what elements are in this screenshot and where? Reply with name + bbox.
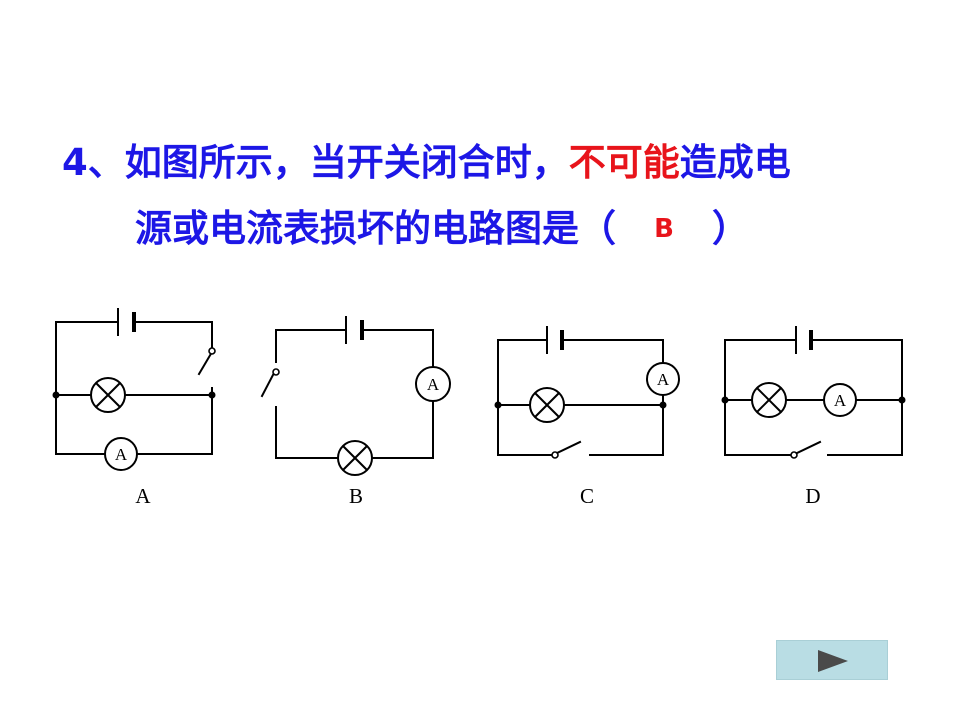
lamp-icon bbox=[337, 440, 373, 476]
ammeter-icon: A bbox=[823, 383, 857, 417]
next-slide-button[interactable] bbox=[776, 640, 888, 680]
question-line-2-end: ） bbox=[712, 207, 749, 250]
ammeter-letter: A bbox=[427, 375, 440, 394]
ammeter-letter: A bbox=[115, 445, 128, 464]
question-highlight: 不可能 bbox=[568, 141, 680, 184]
ammeters: A A A A bbox=[104, 362, 857, 471]
ammeter-icon: A bbox=[646, 362, 680, 396]
diagram-label-d: D bbox=[805, 484, 820, 508]
ammeter-icon: A bbox=[104, 437, 138, 471]
diagram-label-a: A bbox=[135, 484, 151, 508]
diagram-label-b: B bbox=[349, 484, 363, 508]
lamp-icon bbox=[751, 382, 787, 418]
circuit-a bbox=[55, 308, 214, 455]
lamp-icon bbox=[529, 387, 565, 423]
ammeter-letter: A bbox=[657, 370, 670, 389]
circuit-c bbox=[497, 326, 664, 456]
question-line-1-start: 4、如图所示，当开关闭合时， bbox=[62, 141, 569, 184]
circuit-d bbox=[724, 326, 903, 456]
switch-blade bbox=[197, 350, 214, 376]
diagram-label-c: C bbox=[580, 484, 594, 508]
question-line-2: 源或电流表损坏的电路图是（ B ） bbox=[135, 198, 749, 252]
lamps bbox=[90, 377, 787, 476]
switch-blade bbox=[555, 440, 582, 455]
question-line-1-end: 造成电 bbox=[679, 141, 791, 184]
junction-dots bbox=[52, 391, 906, 409]
question-line-1: 4、如图所示，当开关闭合时，不可能造成电 bbox=[62, 132, 791, 186]
play-arrow-icon bbox=[818, 650, 848, 672]
ammeter-letter: A bbox=[834, 391, 847, 410]
question-line-2-start: 源或电流表损坏的电路图是（ bbox=[135, 207, 616, 250]
switch-terminals bbox=[208, 347, 798, 459]
lamp-icon bbox=[90, 377, 126, 413]
ammeter-icon: A bbox=[415, 366, 451, 402]
answer-text: B bbox=[654, 214, 674, 244]
circuit-b bbox=[260, 316, 434, 459]
switch-blade bbox=[795, 440, 822, 455]
switch-blade bbox=[260, 371, 276, 398]
